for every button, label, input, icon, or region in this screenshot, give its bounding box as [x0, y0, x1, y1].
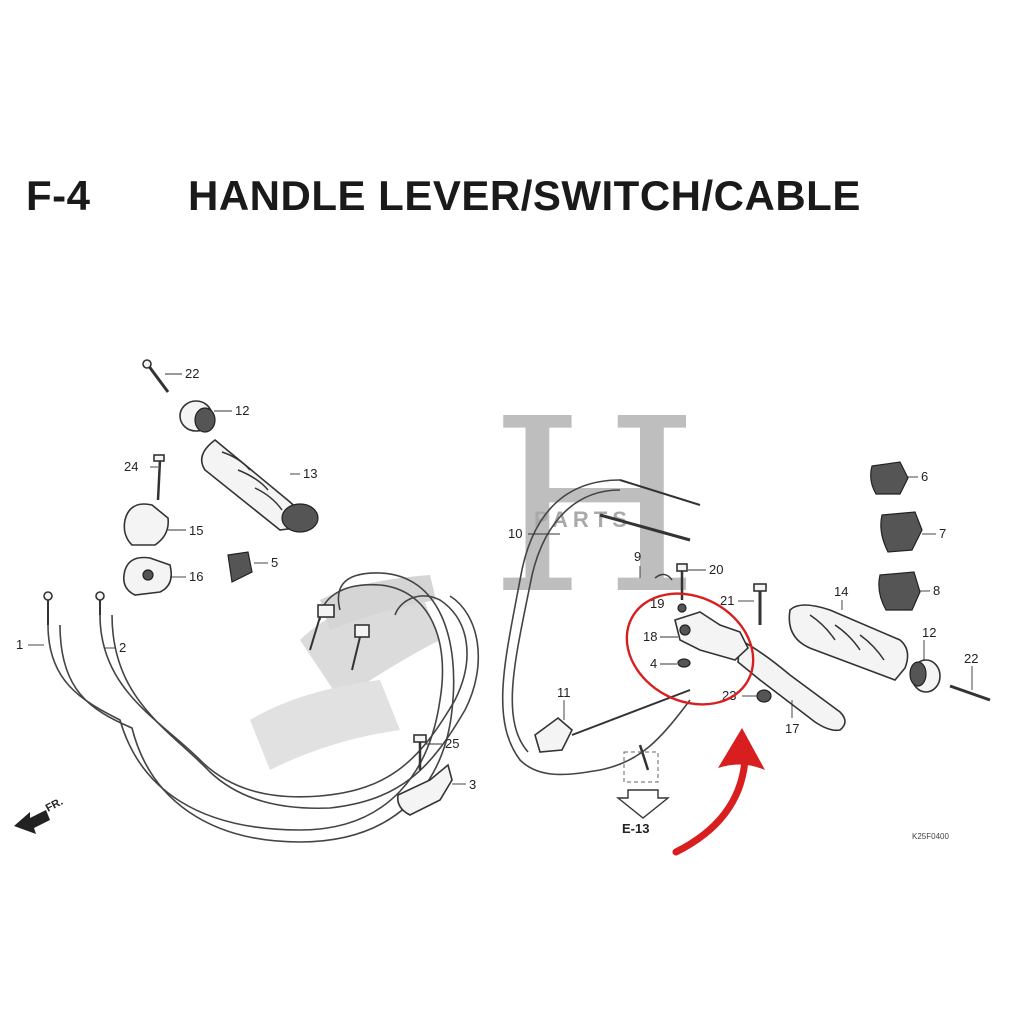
leader-lines: [28, 373, 973, 785]
screw-22-left: [142, 359, 170, 393]
pin-21: [753, 583, 767, 625]
screw-22-right: [949, 684, 991, 702]
callout-16: 16: [189, 569, 203, 584]
drawing-code: K25F0400: [912, 832, 949, 841]
callout-2: 2: [119, 640, 126, 655]
cable-adjusters: [309, 604, 370, 671]
switch-11: [534, 689, 691, 753]
throttle-grip-13: [200, 438, 319, 533]
callout-10: 10: [508, 526, 522, 541]
grip-end-12-right: [909, 659, 941, 693]
callout-14: 14: [834, 584, 848, 599]
front-direction-indicator: FR.: [14, 796, 65, 834]
cable-ends-1-2: [43, 591, 105, 625]
callout-22-left: 22: [185, 366, 199, 381]
brake-cable-10: [501, 479, 701, 776]
section-code: F-4: [26, 172, 91, 219]
nut-23: [756, 689, 772, 703]
grip-14-right: [788, 604, 909, 681]
switch-7: [880, 511, 923, 553]
callout-4: 4: [650, 656, 657, 671]
callout-1: 1: [16, 637, 23, 652]
switch-8: [878, 571, 921, 611]
nut-4: [677, 658, 691, 668]
watermark-letter: H: [490, 367, 699, 647]
callout-6: 6: [921, 469, 928, 484]
brake-lever-17: [737, 638, 846, 732]
throttle-housing-lower-16: [122, 556, 173, 596]
callout-7: 7: [939, 526, 946, 541]
callout-21: 21: [720, 593, 734, 608]
switch-6: [870, 461, 909, 495]
grip-end-12-left: [179, 400, 216, 433]
callout-5: 5: [271, 555, 278, 570]
highlight-annotation: [625, 592, 765, 856]
clip-9: [654, 573, 673, 581]
bracket-3: [396, 763, 453, 816]
part-callouts: 22 12 24 13 15 16 5 1 2 25 3 10 9 20 19 …: [16, 366, 978, 792]
callout-11: 11: [557, 685, 571, 700]
throttle-housing-upper-15: [123, 503, 170, 546]
washer-19: [677, 603, 687, 613]
callout-15: 15: [189, 523, 203, 538]
watermark: H PARTS: [490, 367, 699, 647]
callout-24: 24: [124, 459, 138, 474]
callout-19: 19: [650, 596, 664, 611]
callout-9: 9: [634, 549, 641, 564]
screw-24: [153, 454, 165, 501]
bolt-25: [413, 734, 427, 770]
highlight-arrow-shaft: [672, 756, 749, 856]
callout-12-left: 12: [235, 403, 249, 418]
highlight-arrow-head: [718, 728, 765, 770]
callout-8: 8: [933, 583, 940, 598]
callout-20: 20: [709, 562, 723, 577]
highlight-circle: [625, 592, 755, 706]
callout-18: 18: [643, 629, 657, 644]
lever-bracket-18: [674, 611, 749, 661]
part-5-fitting: [227, 551, 253, 583]
pivot-bolt-20: [676, 563, 688, 600]
callout-13: 13: [303, 466, 317, 481]
bolt-e13: [623, 744, 659, 783]
callout-22-right: 22: [964, 651, 978, 666]
callout-3: 3: [469, 777, 476, 792]
reference-label: E-13: [622, 821, 649, 836]
callout-17: 17: [785, 721, 799, 736]
callout-25: 25: [445, 736, 459, 751]
section-title: HANDLE LEVER/SWITCH/CABLE: [188, 172, 861, 219]
throttle-cables: [47, 572, 480, 843]
callout-12-right: 12: [922, 625, 936, 640]
front-direction-label: FR.: [44, 796, 65, 815]
reference-e13: E-13: [616, 789, 670, 836]
brand-wing-watermark: [250, 575, 440, 770]
